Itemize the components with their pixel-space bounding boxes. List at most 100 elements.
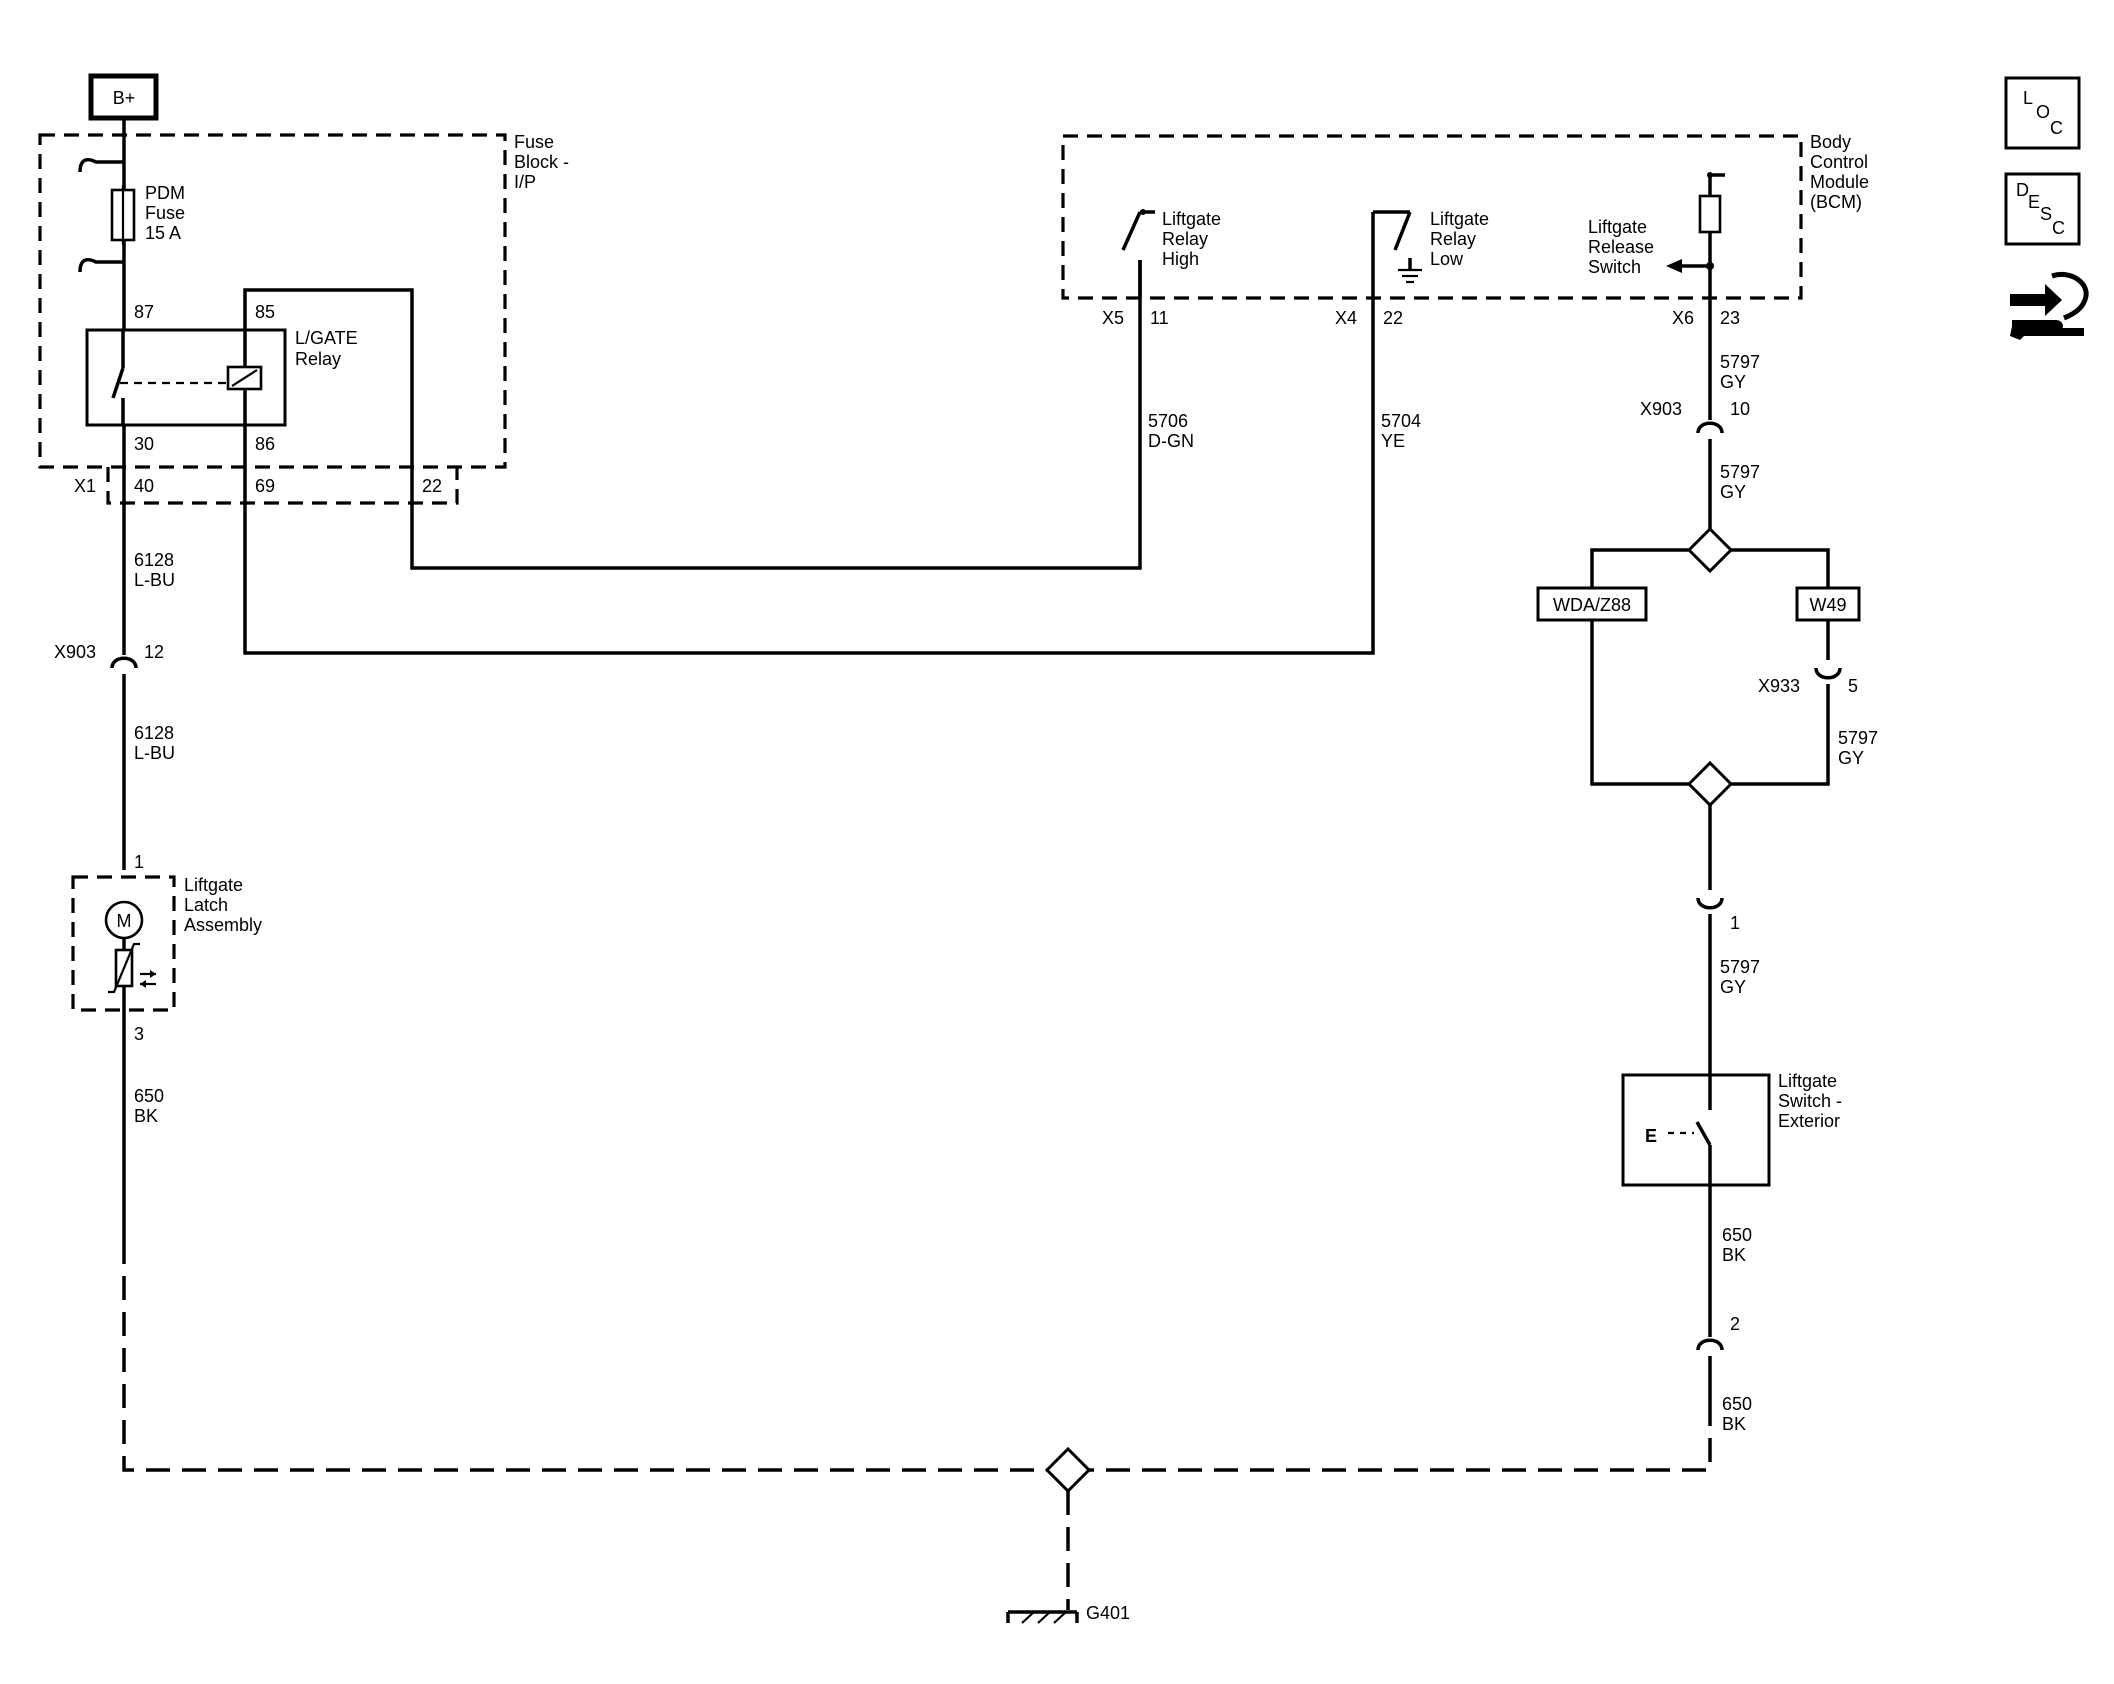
relay-pin-86: 86 bbox=[255, 434, 275, 454]
release-switch-input bbox=[1666, 172, 1725, 298]
relay-low-label-1: Liftgate bbox=[1430, 209, 1489, 229]
option-splice-bottom bbox=[1686, 760, 1734, 808]
bcm-name-4: (BCM) bbox=[1810, 192, 1862, 212]
exterior-switch-name-3: Exterior bbox=[1778, 1111, 1840, 1131]
relay-label-2: Relay bbox=[295, 349, 341, 369]
release-switch-label-2: Release bbox=[1588, 237, 1654, 257]
x903-left-label: X903 bbox=[54, 642, 96, 662]
relay-pin-30: 30 bbox=[134, 434, 154, 454]
wire-5706-circuit: 5706 bbox=[1148, 411, 1188, 431]
latch-pin-1: 1 bbox=[134, 852, 144, 872]
wire-5706-color: D-GN bbox=[1148, 431, 1194, 451]
x1-pin-40: 40 bbox=[134, 476, 154, 496]
wire-5797-c-color: GY bbox=[1838, 748, 1864, 768]
ground-splice bbox=[1044, 1446, 1092, 1494]
description-icon-e: E bbox=[2028, 192, 2040, 212]
bcm-name-3: Module bbox=[1810, 172, 1869, 192]
lgate-relay bbox=[85, 328, 287, 427]
bcm-module: Body Control Module (BCM) Liftgate Relay… bbox=[1061, 132, 1869, 328]
location-icon[interactable]: L O C bbox=[2004, 76, 2081, 150]
location-icon-l: L bbox=[2023, 88, 2033, 108]
wire-650-b-circuit: 650 bbox=[1722, 1225, 1752, 1245]
ground-name: G401 bbox=[1086, 1603, 1130, 1623]
x5-connector: X5 bbox=[1102, 308, 1124, 328]
relay-high-label-2: Relay bbox=[1162, 229, 1208, 249]
release-switch-label-1: Liftgate bbox=[1588, 217, 1647, 237]
bcm-name-2: Control bbox=[1810, 152, 1868, 172]
ground-symbol bbox=[1006, 1610, 1079, 1624]
option-w49-label: W49 bbox=[1809, 595, 1846, 615]
description-icon[interactable]: D E S C bbox=[2004, 172, 2081, 246]
wire-6128-b-circuit: 6128 bbox=[134, 723, 174, 743]
x903-right-pin: 10 bbox=[1730, 399, 1750, 419]
wire-5704-circuit: 5704 bbox=[1381, 411, 1421, 431]
x933-label: X933 bbox=[1758, 676, 1800, 696]
x933-pin: 5 bbox=[1848, 676, 1858, 696]
release-switch-label-3: Switch bbox=[1588, 257, 1641, 277]
fuse-block: Fuse Block - I/P PDM Fuse 15 A L/GATE Re… bbox=[38, 132, 569, 505]
relay-pin-87: 87 bbox=[134, 302, 154, 322]
wire-650-b-color: BK bbox=[1722, 1245, 1746, 1265]
location-icon-c: C bbox=[2050, 118, 2063, 138]
relay-high-label-3: High bbox=[1162, 249, 1199, 269]
wire-5797-d-circuit: 5797 bbox=[1720, 957, 1760, 977]
x903-left-pin: 12 bbox=[144, 642, 164, 662]
location-icon-o: O bbox=[2036, 102, 2050, 122]
x6-connector: X6 bbox=[1672, 308, 1694, 328]
relay-high-label-1: Liftgate bbox=[1162, 209, 1221, 229]
pdm-fuse-label-1: PDM bbox=[145, 183, 185, 203]
exterior-switch-name-1: Liftgate bbox=[1778, 1071, 1837, 1091]
fuse-block-name-2: Block - bbox=[514, 152, 569, 172]
latch-motor-symbol: M bbox=[117, 911, 132, 931]
x5-pin: 11 bbox=[1150, 308, 1169, 328]
relay-pin-85: 85 bbox=[255, 302, 275, 322]
x903-inline-left bbox=[110, 656, 138, 870]
x903-inline-right bbox=[1696, 421, 1724, 529]
wire-6128-b-color: L-BU bbox=[134, 743, 175, 763]
exterior-switch-glyph: E bbox=[1645, 1126, 1657, 1146]
exterior-switch-pin-2: 2 bbox=[1730, 1314, 1740, 1334]
liftgate-switch-exterior: E bbox=[1621, 1073, 1771, 1187]
wire-5797-d-color: GY bbox=[1720, 977, 1746, 997]
power-source-label: B+ bbox=[113, 88, 136, 108]
wire-6128-a-color: L-BU bbox=[134, 570, 175, 590]
latch-name-3: Assembly bbox=[184, 915, 262, 935]
pdm-fuse bbox=[110, 185, 136, 245]
wire-650-c-circuit: 650 bbox=[1722, 1394, 1752, 1414]
option-splice-top bbox=[1686, 526, 1734, 574]
latch-pin-3: 3 bbox=[134, 1024, 144, 1044]
relay-low-label-2: Relay bbox=[1430, 229, 1476, 249]
x933-inline bbox=[1731, 667, 1842, 786]
wire-650-a-circuit: 650 bbox=[134, 1086, 164, 1106]
x4-connector: X4 bbox=[1335, 308, 1357, 328]
exterior-switch-connector-1 bbox=[1696, 897, 1724, 1075]
relay-label-1: L/GATE bbox=[295, 328, 358, 348]
x6-pin: 23 bbox=[1720, 308, 1740, 328]
exterior-switch-connector-2 bbox=[1696, 1338, 1724, 1420]
relay-high-output bbox=[1121, 209, 1155, 298]
option-wda-z88: WDA/Z88 bbox=[1536, 586, 1648, 622]
latch-name-1: Liftgate bbox=[184, 875, 243, 895]
option-w49: W49 bbox=[1795, 586, 1861, 622]
fuse-block-name-1: Fuse bbox=[514, 132, 554, 152]
wire-5797-a-circuit: 5797 bbox=[1720, 352, 1760, 372]
exterior-switch-name-2: Switch - bbox=[1778, 1091, 1842, 1111]
wire-5797-c-circuit: 5797 bbox=[1838, 728, 1878, 748]
relay-low-output bbox=[1373, 210, 1422, 284]
description-icon-c: C bbox=[2052, 218, 2065, 238]
x1-pin-22: 22 bbox=[422, 476, 442, 496]
wire-5797-b-circuit: 5797 bbox=[1720, 462, 1760, 482]
option-wda-z88-label: WDA/Z88 bbox=[1553, 595, 1631, 615]
latch-name-2: Latch bbox=[184, 895, 228, 915]
description-icon-s: S bbox=[2040, 204, 2052, 224]
bcm-name-1: Body bbox=[1810, 132, 1851, 152]
wire-650-c-color: BK bbox=[1722, 1414, 1746, 1434]
relay-low-label-3: Low bbox=[1430, 249, 1464, 269]
connector-end-view-icon[interactable] bbox=[2010, 272, 2089, 340]
x1-connector: X1 bbox=[74, 476, 96, 496]
wire-6128-a-circuit: 6128 bbox=[134, 550, 174, 570]
x1-pin-69: 69 bbox=[255, 476, 275, 496]
wire-5704-color: YE bbox=[1381, 431, 1405, 451]
pdm-fuse-label-3: 15 A bbox=[145, 223, 181, 243]
